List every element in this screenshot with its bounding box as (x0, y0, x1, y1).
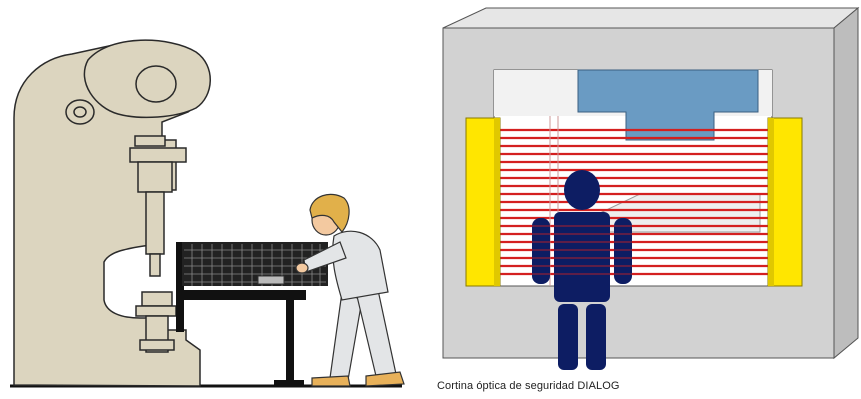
receiver-post-edge (768, 118, 774, 286)
ram-tip (149, 253, 161, 277)
beams-over-person (532, 225, 632, 275)
worker-shoe-front (365, 371, 405, 387)
worker-torso (332, 230, 389, 301)
crank-pivot-inner (73, 106, 87, 118)
person-head (564, 170, 600, 210)
figure-caption: Cortina óptica de seguridad DIALOG (437, 380, 620, 392)
worker-hair (309, 193, 350, 233)
bed-foot (139, 339, 175, 351)
table-leg (286, 298, 294, 384)
housing-top (442, 7, 860, 29)
ram-collar (129, 147, 187, 163)
work-table (176, 290, 306, 300)
worker-leg-front (355, 289, 397, 377)
worker-hand (295, 262, 309, 274)
eccentric-press-icon (10, 39, 402, 388)
safety-guard (176, 242, 328, 386)
emitter-post-edge (494, 118, 500, 286)
ram-column (137, 161, 173, 193)
flywheel-hub (135, 65, 177, 103)
worker-figure-icon (295, 193, 405, 387)
person-leg-left (558, 304, 578, 370)
die-base (135, 305, 177, 317)
worker-shoe-back (311, 375, 351, 387)
light-curtain-icon (442, 6, 860, 360)
table-foot (274, 380, 304, 386)
housing-side (833, 6, 859, 360)
die-block (141, 291, 173, 307)
ram-guide (134, 135, 166, 147)
person-leg-right (586, 304, 606, 370)
guard-post (176, 242, 184, 332)
upper-die (577, 69, 759, 141)
workpiece (257, 275, 285, 285)
ram-rod (145, 191, 165, 255)
worker-leg-back (329, 291, 363, 381)
